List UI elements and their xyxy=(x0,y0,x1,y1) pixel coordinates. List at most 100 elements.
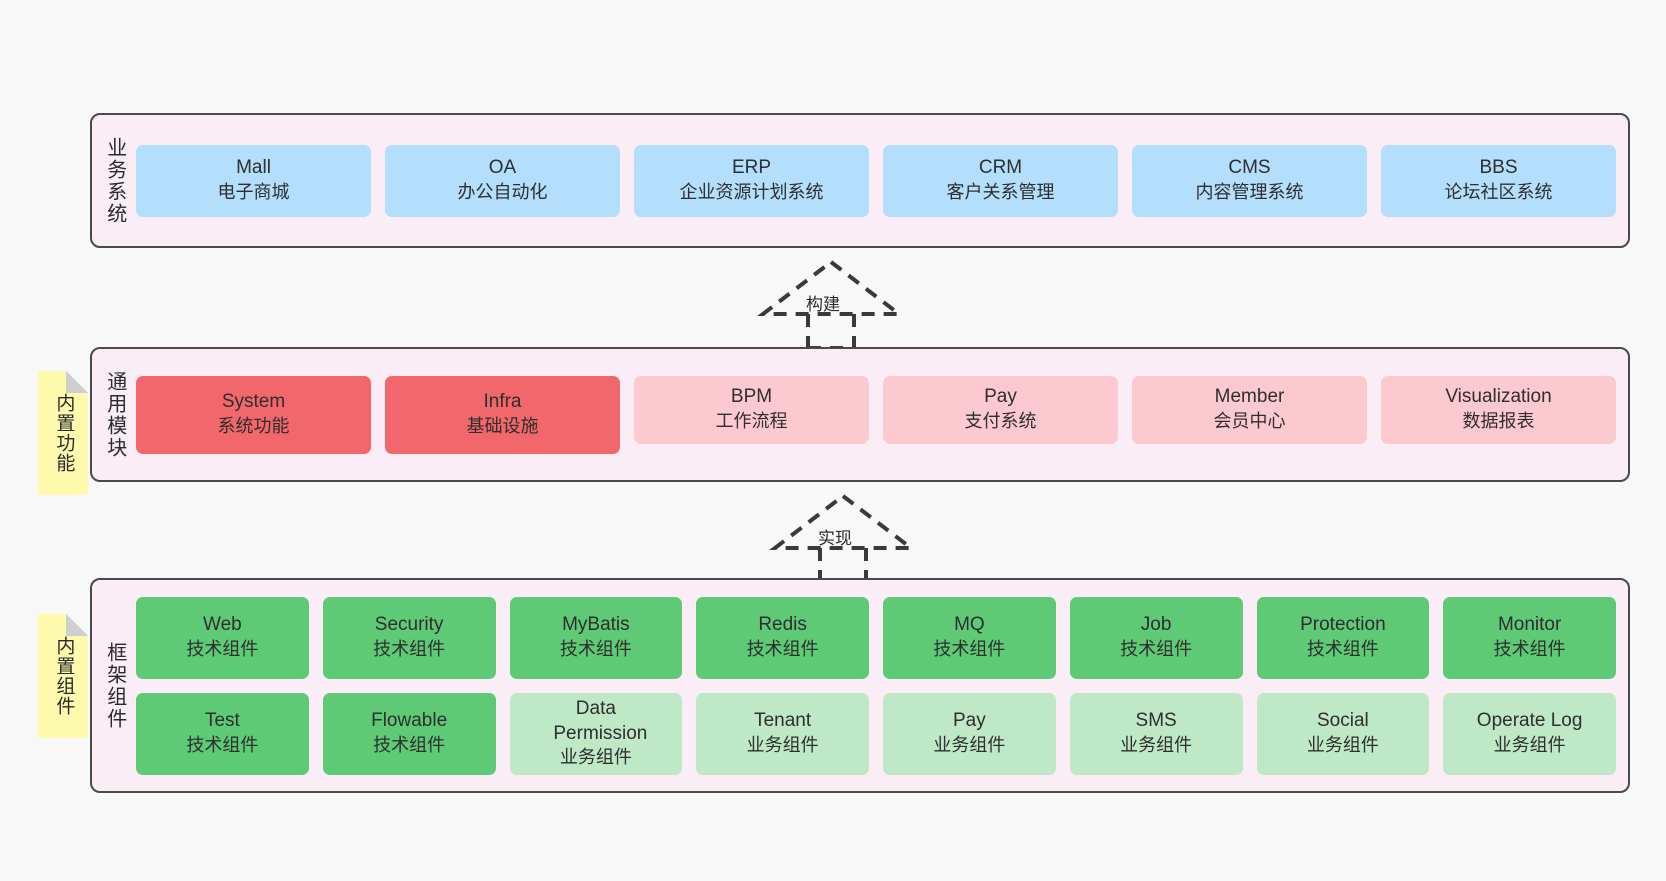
card-row: Mall 电子商城 OA 办公自动化 ERP 企业资源计划系统 CRM 客户关系… xyxy=(136,144,1616,217)
card-title: Mall xyxy=(236,157,271,179)
layer-business-systems[interactable]: 业务系统 Mall 电子商城 OA 办公自动化 ERP 企业资源计划系统 CRM… xyxy=(90,113,1630,248)
sticky-note-text: 内置功能 xyxy=(53,393,75,473)
sticky-note-text: 内置组件 xyxy=(53,636,75,716)
card-subtitle: 业务组件 xyxy=(746,735,819,756)
card-visualization[interactable]: Visualization 数据报表 xyxy=(1381,375,1616,444)
card-bbs[interactable]: BBS 论坛社区系统 xyxy=(1381,144,1616,217)
card-title: Operate Log xyxy=(1476,710,1583,732)
card-subtitle: 技术组件 xyxy=(373,735,446,756)
card-title: BPM xyxy=(730,386,773,408)
card-data-permission[interactable]: Data Permission 业务组件 xyxy=(509,692,683,775)
layer-label-business-systems: 业务系统 xyxy=(103,136,126,225)
layer-label-framework-components: 框架组件 xyxy=(103,641,126,730)
card-subtitle: 业务组件 xyxy=(559,747,632,768)
card-subtitle: 基础设施 xyxy=(466,416,539,437)
card-title: MQ xyxy=(954,614,985,636)
card-subtitle: 论坛社区系统 xyxy=(1444,182,1553,203)
card-system[interactable]: System 系统功能 xyxy=(136,375,371,454)
card-sms[interactable]: SMS 业务组件 xyxy=(1069,692,1243,775)
layer-body-common-modules: System 系统功能 Infra 基础设施 BPM 工作流程 Pay 支付系统… xyxy=(136,349,1628,480)
card-title: Visualization xyxy=(1445,386,1552,408)
card-operate-log[interactable]: Operate Log 业务组件 xyxy=(1443,692,1616,775)
connector-label-implement: 实现 xyxy=(818,529,852,548)
connector-label-build: 构建 xyxy=(806,295,840,314)
card-infra[interactable]: Infra 基础设施 xyxy=(385,375,620,454)
card-flowable[interactable]: Flowable 技术组件 xyxy=(322,692,496,775)
card-subtitle: 业务组件 xyxy=(1493,735,1566,756)
card-web[interactable]: Web 技术组件 xyxy=(136,596,309,679)
connector-build: 构建 xyxy=(756,258,906,350)
card-title: Monitor xyxy=(1497,614,1562,636)
card-title: Member xyxy=(1214,386,1285,408)
layer-framework-components[interactable]: 框架组件 Web 技术组件 Security 技术组件 MyBatis 技术组件… xyxy=(90,578,1630,793)
card-mall[interactable]: Mall 电子商城 xyxy=(136,144,371,217)
connector-implement: 实现 xyxy=(768,492,918,584)
card-subtitle: 技术组件 xyxy=(186,639,259,660)
card-title: Web xyxy=(203,614,242,636)
sticky-note-built-in-features: 内置功能 xyxy=(38,371,88,495)
card-subtitle: 技术组件 xyxy=(186,735,259,756)
card-pay[interactable]: Pay 支付系统 xyxy=(883,375,1118,444)
layer-common-modules[interactable]: 通用模块 System 系统功能 Infra 基础设施 BPM 工作流程 Pay… xyxy=(90,347,1630,482)
card-title: OA xyxy=(488,157,517,179)
card-redis[interactable]: Redis 技术组件 xyxy=(696,596,869,679)
card-pay-component[interactable]: Pay 业务组件 xyxy=(883,692,1056,775)
card-subtitle: 技术组件 xyxy=(1493,639,1566,660)
layer-label-common-modules: 通用模块 xyxy=(103,370,126,459)
card-title: Security xyxy=(374,614,444,636)
card-title: Pay xyxy=(953,710,986,732)
card-title: System xyxy=(221,391,286,413)
card-subtitle: 工作流程 xyxy=(715,411,788,432)
layer-body-framework-components: Web 技术组件 Security 技术组件 MyBatis 技术组件 Redi… xyxy=(136,580,1628,791)
card-subtitle: 客户关系管理 xyxy=(946,182,1055,203)
card-subtitle: 系统功能 xyxy=(217,416,290,437)
card-member[interactable]: Member 会员中心 xyxy=(1132,375,1367,444)
card-title: Pay xyxy=(984,386,1017,408)
card-title: Infra xyxy=(483,391,522,413)
card-title: Protection xyxy=(1300,614,1386,636)
card-social[interactable]: Social 业务组件 xyxy=(1256,692,1430,775)
card-job[interactable]: Job 技术组件 xyxy=(1069,596,1243,679)
card-subtitle: 支付系统 xyxy=(964,411,1037,432)
card-title: CMS xyxy=(1228,157,1271,179)
card-test[interactable]: Test 技术组件 xyxy=(136,692,309,775)
card-subtitle: 技术组件 xyxy=(933,639,1006,660)
card-cms[interactable]: CMS 内容管理系统 xyxy=(1132,144,1367,217)
card-title: BBS xyxy=(1479,157,1518,179)
card-subtitle: 业务组件 xyxy=(1120,735,1193,756)
card-oa[interactable]: OA 办公自动化 xyxy=(385,144,620,217)
card-subtitle: 技术组件 xyxy=(1306,639,1379,660)
card-title: Redis xyxy=(758,614,807,636)
layer-body-business-systems: Mall 电子商城 OA 办公自动化 ERP 企业资源计划系统 CRM 客户关系… xyxy=(136,115,1628,246)
card-title: ERP xyxy=(731,157,772,179)
card-monitor[interactable]: Monitor 技术组件 xyxy=(1443,596,1616,679)
card-title: MyBatis xyxy=(562,614,630,636)
card-title: Test xyxy=(204,710,240,732)
card-protection[interactable]: Protection 技术组件 xyxy=(1256,596,1430,679)
card-erp[interactable]: ERP 企业资源计划系统 xyxy=(634,144,869,217)
card-mq[interactable]: MQ 技术组件 xyxy=(883,596,1056,679)
card-subtitle: 数据报表 xyxy=(1462,411,1535,432)
card-tenant[interactable]: Tenant 业务组件 xyxy=(696,692,869,775)
card-subtitle: 企业资源计划系统 xyxy=(679,182,824,203)
sticky-note-built-in-components: 内置组件 xyxy=(38,614,88,738)
card-title: Job xyxy=(1140,614,1172,636)
card-subtitle: 技术组件 xyxy=(746,639,819,660)
card-subtitle: 办公自动化 xyxy=(457,182,548,203)
card-crm[interactable]: CRM 客户关系管理 xyxy=(883,144,1118,217)
card-title: Flowable xyxy=(371,710,448,732)
card-title: Social xyxy=(1317,710,1369,732)
card-subtitle: 内容管理系统 xyxy=(1195,182,1304,203)
card-title: Data Permission xyxy=(553,698,648,744)
card-mybatis[interactable]: MyBatis 技术组件 xyxy=(509,596,683,679)
card-subtitle: 技术组件 xyxy=(1120,639,1193,660)
card-row-business: Test 技术组件 Flowable 技术组件 Data Permission … xyxy=(136,692,1616,775)
card-row: System 系统功能 Infra 基础设施 BPM 工作流程 Pay 支付系统… xyxy=(136,375,1616,454)
card-title: SMS xyxy=(1135,710,1177,732)
card-bpm[interactable]: BPM 工作流程 xyxy=(634,375,869,444)
card-title: CRM xyxy=(978,157,1023,179)
card-subtitle: 技术组件 xyxy=(559,639,632,660)
card-security[interactable]: Security 技术组件 xyxy=(322,596,496,679)
card-title: Tenant xyxy=(754,710,812,732)
